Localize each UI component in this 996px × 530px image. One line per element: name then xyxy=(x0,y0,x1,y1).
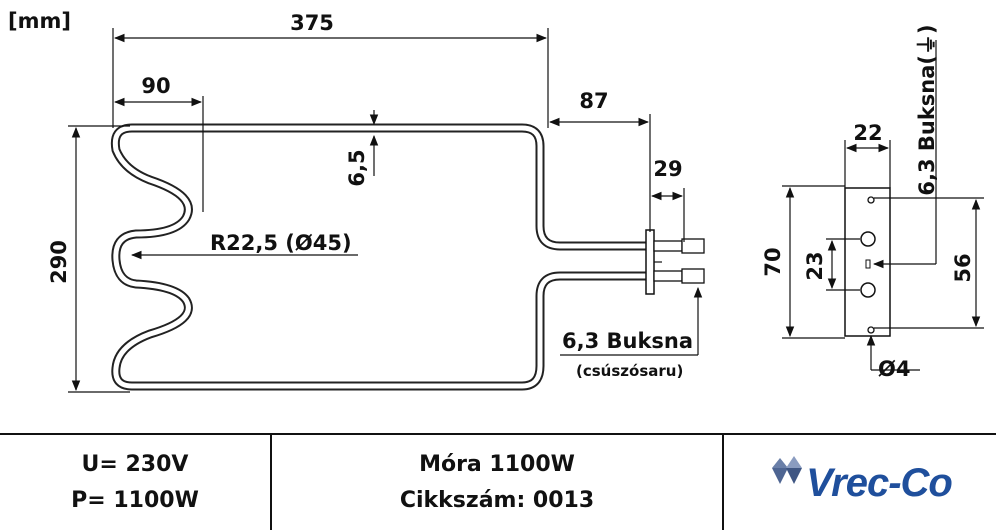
dim-plate-width: 22 xyxy=(844,121,891,188)
dim-height: 290 xyxy=(47,125,130,393)
dim-first-bend: 90 xyxy=(113,74,204,212)
company-logo: Vrec-Co xyxy=(724,435,996,530)
svg-text:6,5: 6,5 xyxy=(345,149,369,186)
svg-text:56: 56 xyxy=(951,253,975,282)
dim-plate-height: 70 xyxy=(761,185,845,339)
svg-text:(csúszósaru): (csúszósaru) xyxy=(576,362,683,380)
electrical-specs: U= 230V P= 1100W xyxy=(0,435,272,530)
dim-terminal-offset: 87 xyxy=(548,89,651,232)
svg-text:90: 90 xyxy=(141,74,170,98)
gem-icon xyxy=(772,455,803,484)
svg-text:22: 22 xyxy=(853,121,882,145)
heating-element-tube xyxy=(110,123,650,391)
logo-text: Vrec-Co xyxy=(806,460,953,505)
svg-text:R22,5 (Ø45): R22,5 (Ø45) xyxy=(210,231,352,255)
power-label: P= 1100W xyxy=(71,487,199,513)
part-number-label: Cikkszám: 0013 xyxy=(399,487,595,513)
terminal-callout: 6,3 Buksna (csúszósaru) xyxy=(560,286,703,380)
product-info: Móra 1100W Cikkszám: 0013 xyxy=(272,435,724,530)
title-block: U= 230V P= 1100W Móra 1100W Cikkszám: 00… xyxy=(0,433,996,530)
earth-callout: 6,3 Buksna(⏚) xyxy=(872,24,939,269)
model-label: Móra 1100W xyxy=(419,451,575,477)
svg-text:6,3 Buksna: 6,3 Buksna xyxy=(562,329,693,353)
svg-text:290: 290 xyxy=(47,240,71,284)
dim-terminal-length: 29 xyxy=(650,157,685,242)
svg-text:29: 29 xyxy=(653,157,682,181)
dim-hole-spacing: 23 xyxy=(803,238,860,291)
svg-text:70: 70 xyxy=(761,247,785,276)
svg-text:87: 87 xyxy=(579,89,608,113)
dim-mount-hole: Ø4 xyxy=(866,334,920,381)
svg-text:375: 375 xyxy=(290,11,334,35)
dim-bend-radius: R22,5 (Ø45) xyxy=(130,231,358,260)
end-plate xyxy=(844,187,891,337)
svg-text:Ø4: Ø4 xyxy=(878,357,910,381)
dim-overall-length: 375 xyxy=(112,11,549,128)
dim-tube-thickness: 6,5 xyxy=(345,110,379,187)
svg-text:6,3 Buksna(⏚): 6,3 Buksna(⏚) xyxy=(915,24,939,195)
svg-text:23: 23 xyxy=(803,251,827,280)
units-label: [mm] xyxy=(8,9,71,33)
technical-drawing: [mm] 375 90 87 29 xyxy=(8,9,984,393)
terminal-flange xyxy=(645,229,705,295)
dim-mount-spacing: 56 xyxy=(874,197,984,329)
voltage-label: U= 230V xyxy=(81,451,189,477)
